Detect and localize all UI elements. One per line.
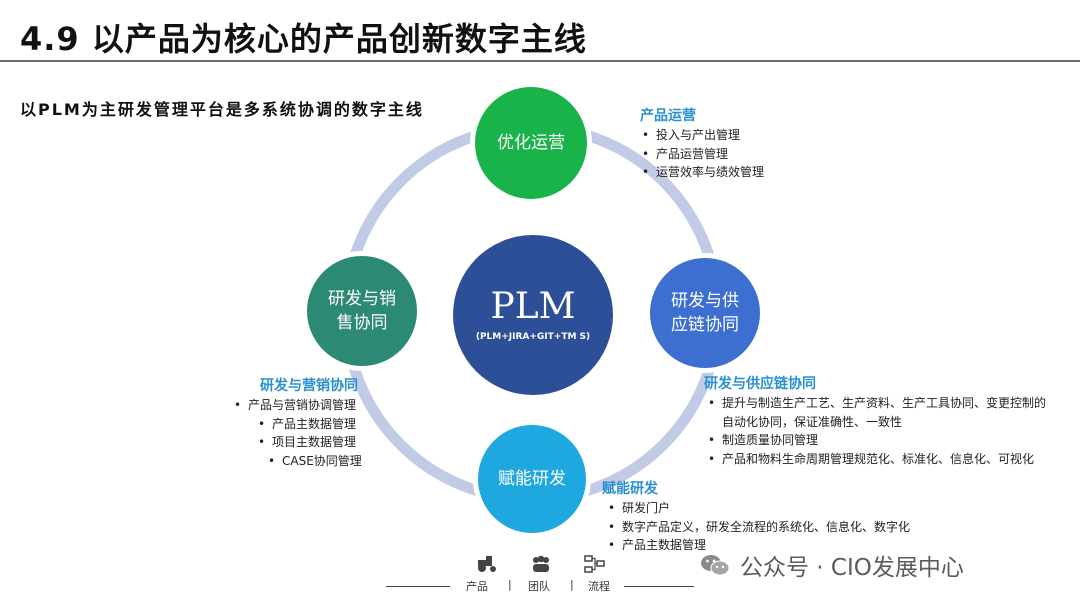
footer-label-team: 团队	[528, 580, 550, 593]
list-item: 提升与制造生产工艺、生产资料、生产工具协同、变更控制的自动化协同，保证准确性、一…	[706, 394, 1054, 431]
block-heading: 研发与供应链协同	[704, 376, 816, 392]
node-label: 赋能研发	[498, 469, 566, 489]
node-label: 优化运营	[497, 133, 565, 153]
list-item: 投入与产出管理	[640, 126, 840, 145]
block-marketing: 研发与营销协同 产品与营销协调管理 产品主数据管理 项目主数据管理 CASE协同…	[232, 376, 432, 470]
list-item: 项目主数据管理	[256, 433, 432, 452]
footer-label-product: 产品	[466, 580, 488, 593]
center-node-plm: PLM (PLM+JIRA+GIT+TM S)	[453, 235, 613, 395]
center-title: PLM	[490, 285, 576, 327]
list-item: 运营效率与绩效管理	[640, 163, 840, 182]
page-title: 4.9 以产品为核心的产品创新数字主线	[20, 20, 587, 58]
list-item: 产品和物料生命周期管理规范化、标准化、信息化、可视化	[706, 450, 1054, 469]
node-rd-sales: 研发与销 售协同	[307, 256, 417, 366]
list-item: 产品运营管理	[640, 145, 840, 164]
footer-label-flow: 流程	[588, 580, 610, 593]
footer-separator: |	[508, 578, 512, 591]
team-icon	[533, 555, 549, 572]
list-item: 产品主数据管理	[256, 415, 432, 434]
footer-line-right	[624, 586, 694, 587]
footer-line-left	[386, 586, 450, 587]
title-divider	[0, 60, 1080, 62]
footer-separator: |	[570, 578, 574, 591]
wechat-icon	[701, 555, 730, 576]
list-item: 研发门户	[606, 499, 962, 518]
block-enable: 赋能研发 研发门户 数字产品定义，研发全流程的系统化、信息化、数字化 产品主数据…	[602, 479, 962, 555]
node-label-line1: 研发与供	[671, 291, 739, 311]
list-item: CASE协同管理	[266, 452, 432, 471]
tractor-icon	[478, 556, 496, 572]
block-supply: 研发与供应链协同 提升与制造生产工艺、生产资料、生产工具协同、变更控制的自动化协…	[704, 374, 1054, 468]
block-heading: 研发与营销协同	[260, 378, 358, 394]
block-operation: 产品运营 投入与产出管理 产品运营管理 运营效率与绩效管理	[640, 106, 840, 182]
list-item: 产品与营销协调管理	[232, 396, 432, 415]
node-optimize-operation: 优化运营	[475, 87, 587, 199]
node-label-line1: 研发与销	[328, 289, 396, 309]
watermark: 公众号 · CIO发展中心	[700, 548, 964, 582]
node-rd-supply: 研发与供 应链协同	[650, 258, 760, 368]
list-item: 数字产品定义，研发全流程的系统化、信息化、数字化	[606, 518, 962, 537]
list-item: 制造质量协同管理	[706, 431, 1054, 450]
page-subtitle: 以PLM为主研发管理平台是多系统协调的数字主线	[20, 100, 424, 119]
node-enable-rd: 赋能研发	[478, 425, 586, 533]
node-label-line2: 售协同	[336, 313, 388, 333]
list-item: 产品主数据管理	[606, 536, 962, 555]
center-subtitle: (PLM+JIRA+GIT+TM S)	[475, 331, 591, 342]
block-heading: 产品运营	[640, 108, 696, 124]
block-heading: 赋能研发	[602, 481, 658, 497]
flow-icon	[584, 555, 605, 573]
watermark-text: 公众号 · CIO发展中心	[740, 555, 964, 581]
node-label-line2: 应链协同	[671, 315, 739, 335]
